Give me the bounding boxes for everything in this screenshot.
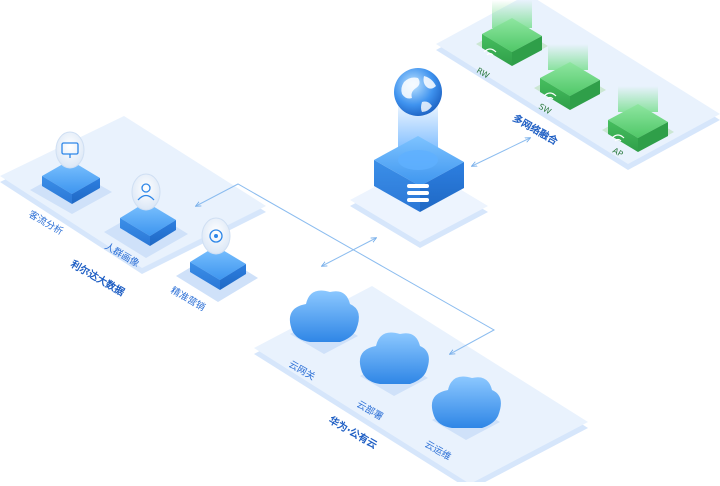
node-customer-flow (30, 131, 112, 214)
server-stack-icon (407, 184, 429, 202)
globe-icon (394, 68, 442, 116)
user-icon (131, 173, 161, 211)
switch-icon (543, 92, 557, 100)
node-precise-marketing (176, 217, 258, 302)
node-sw (534, 44, 606, 110)
cloud-deploy-icon (359, 332, 429, 396)
node-crowd-portrait (104, 173, 188, 258)
label-group-bigdata: 利尔达大数据 (69, 257, 127, 298)
node-ap (602, 86, 674, 152)
cloud-ops-icon (431, 376, 501, 440)
target-icon (201, 217, 231, 255)
cloud-gateway-icon (289, 290, 359, 354)
node-rw (476, 0, 548, 66)
connector-center-network (472, 138, 530, 166)
router-icon (483, 48, 497, 56)
connectors (196, 138, 530, 354)
center-server (374, 68, 464, 212)
monitor-icon (55, 131, 85, 169)
wifi-icon (611, 134, 625, 142)
connector-center-cloud (322, 238, 376, 266)
